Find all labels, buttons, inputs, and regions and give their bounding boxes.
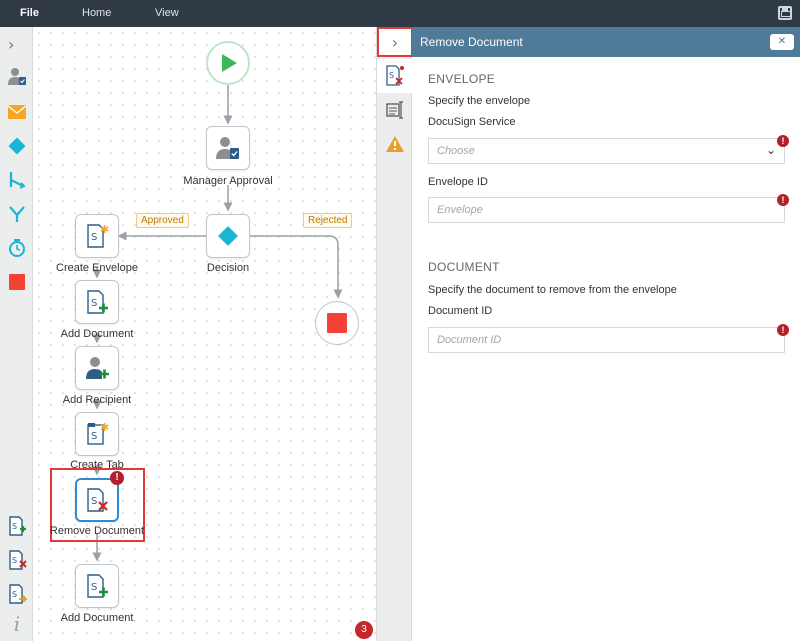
properties-tab-remove-document-icon[interactable]: S [377, 59, 412, 93]
create-tab-node[interactable]: S✱ [75, 412, 119, 456]
add-recipient-icon [86, 357, 109, 379]
warnings-tab-icon[interactable] [377, 127, 412, 161]
svg-text:✱: ✱ [100, 421, 109, 434]
notes-tab-icon[interactable] [377, 93, 412, 127]
create-envelope-label: Create Envelope [56, 262, 138, 274]
manager-approval-label: Manager Approval [183, 175, 273, 187]
create-tab-icon: S✱ [87, 421, 109, 445]
top-menubar: File Home View [0, 0, 800, 27]
toolbox: › S S S i [0, 27, 33, 641]
connector-lines [92, 85, 343, 562]
document-id-label: Document ID [428, 305, 493, 317]
email-tool-icon[interactable] [6, 101, 28, 123]
svg-text:S: S [12, 590, 17, 599]
svg-text:✱: ✱ [100, 223, 109, 236]
envelope-section-heading: ENVELOPE [428, 72, 496, 86]
svg-text:S: S [12, 556, 17, 565]
envelope-id-input[interactable]: Envelope [428, 197, 785, 223]
svg-text:S: S [91, 496, 97, 507]
save-icon[interactable] [778, 6, 792, 20]
collapse-panel-chevron-icon[interactable]: › [377, 27, 413, 57]
envelope-document-icon: S✱ [87, 223, 109, 248]
remove-document-label: Remove Document [49, 525, 145, 537]
split-tool-icon[interactable] [6, 169, 28, 191]
document-section-description: Specify the document to remove from the … [428, 284, 677, 296]
merge-tool-icon[interactable] [6, 203, 28, 225]
get-document-tool-icon[interactable]: S [6, 583, 28, 605]
add-recipient-label: Add Recipient [62, 394, 132, 406]
create-envelope-node[interactable]: S✱ [75, 214, 119, 258]
decision-tool-icon[interactable] [6, 135, 28, 157]
add-document-icon: S [87, 574, 108, 598]
docusign-service-select[interactable]: Choose ⌄ [428, 138, 785, 164]
user-task-icon [216, 137, 239, 159]
svg-text:S: S [91, 431, 97, 442]
panel-header: Remove Document ✕ [412, 27, 800, 57]
remove-document-tool-icon[interactable]: S [6, 549, 28, 571]
menu-view[interactable]: View [155, 7, 179, 19]
add-document-node[interactable]: S [75, 280, 119, 324]
add-document-label: Add Document [60, 328, 134, 340]
remove-document-icon: S [87, 488, 108, 512]
play-icon [222, 54, 237, 72]
required-field-icon: ! [777, 194, 789, 206]
panel-title: Remove Document [420, 35, 523, 49]
svg-text:S: S [91, 298, 97, 309]
add-document-tool-icon[interactable]: S [6, 515, 28, 537]
decision-node[interactable] [206, 214, 250, 258]
panel-tab-strip: › S [376, 27, 413, 641]
stop-node[interactable] [315, 301, 359, 345]
start-node[interactable] [206, 41, 250, 85]
properties-panel: Remove Document ✕ ENVELOPE Specify the e… [412, 27, 800, 641]
add-document-label-2: Add Document [60, 612, 134, 624]
chevron-down-icon[interactable]: ⌄ [765, 143, 776, 157]
stop-tool-icon[interactable] [6, 271, 28, 293]
workflow-canvas[interactable]: Manager Approval Decision Approved Rejec… [33, 27, 376, 641]
svg-text:S: S [389, 71, 394, 80]
info-icon[interactable]: i [13, 612, 21, 636]
document-id-input[interactable]: Document ID [428, 327, 785, 353]
add-document-icon: S [87, 290, 108, 314]
add-document-node-2[interactable]: S [75, 564, 119, 608]
svg-text:S: S [12, 522, 17, 531]
node-error-badge[interactable]: ! [110, 471, 124, 485]
required-field-icon: ! [777, 135, 789, 147]
expand-toolbox-chevron-icon[interactable]: › [8, 35, 15, 54]
rejected-branch-label: Rejected [303, 213, 353, 228]
stop-icon [327, 313, 347, 333]
decision-label: Decision [206, 262, 250, 274]
docusign-service-placeholder: Choose [437, 145, 475, 157]
add-recipient-node[interactable] [75, 346, 119, 390]
menu-home[interactable]: Home [82, 7, 112, 19]
envelope-id-placeholder: Envelope [437, 204, 483, 216]
required-field-icon: ! [777, 324, 789, 336]
close-panel-icon[interactable]: ✕ [770, 34, 794, 50]
docusign-service-label: DocuSign Service [428, 116, 516, 128]
document-id-placeholder: Document ID [437, 334, 502, 346]
decision-diamond-icon [218, 226, 238, 246]
envelope-id-label: Envelope ID [428, 176, 488, 188]
document-section-heading: DOCUMENT [428, 260, 500, 274]
user-task-tool-icon[interactable] [6, 65, 28, 87]
menu-file[interactable]: File [20, 7, 39, 19]
selected-node-highlight [50, 468, 145, 542]
svg-text:S: S [91, 582, 97, 593]
envelope-section-description: Specify the envelope [428, 95, 531, 107]
approved-branch-label: Approved [136, 213, 189, 228]
timer-tool-icon[interactable] [6, 237, 28, 259]
svg-text:S: S [91, 232, 97, 243]
remove-document-node[interactable]: S [75, 478, 119, 522]
manager-approval-node[interactable] [206, 126, 250, 170]
error-count-badge[interactable]: 3 [355, 621, 373, 639]
